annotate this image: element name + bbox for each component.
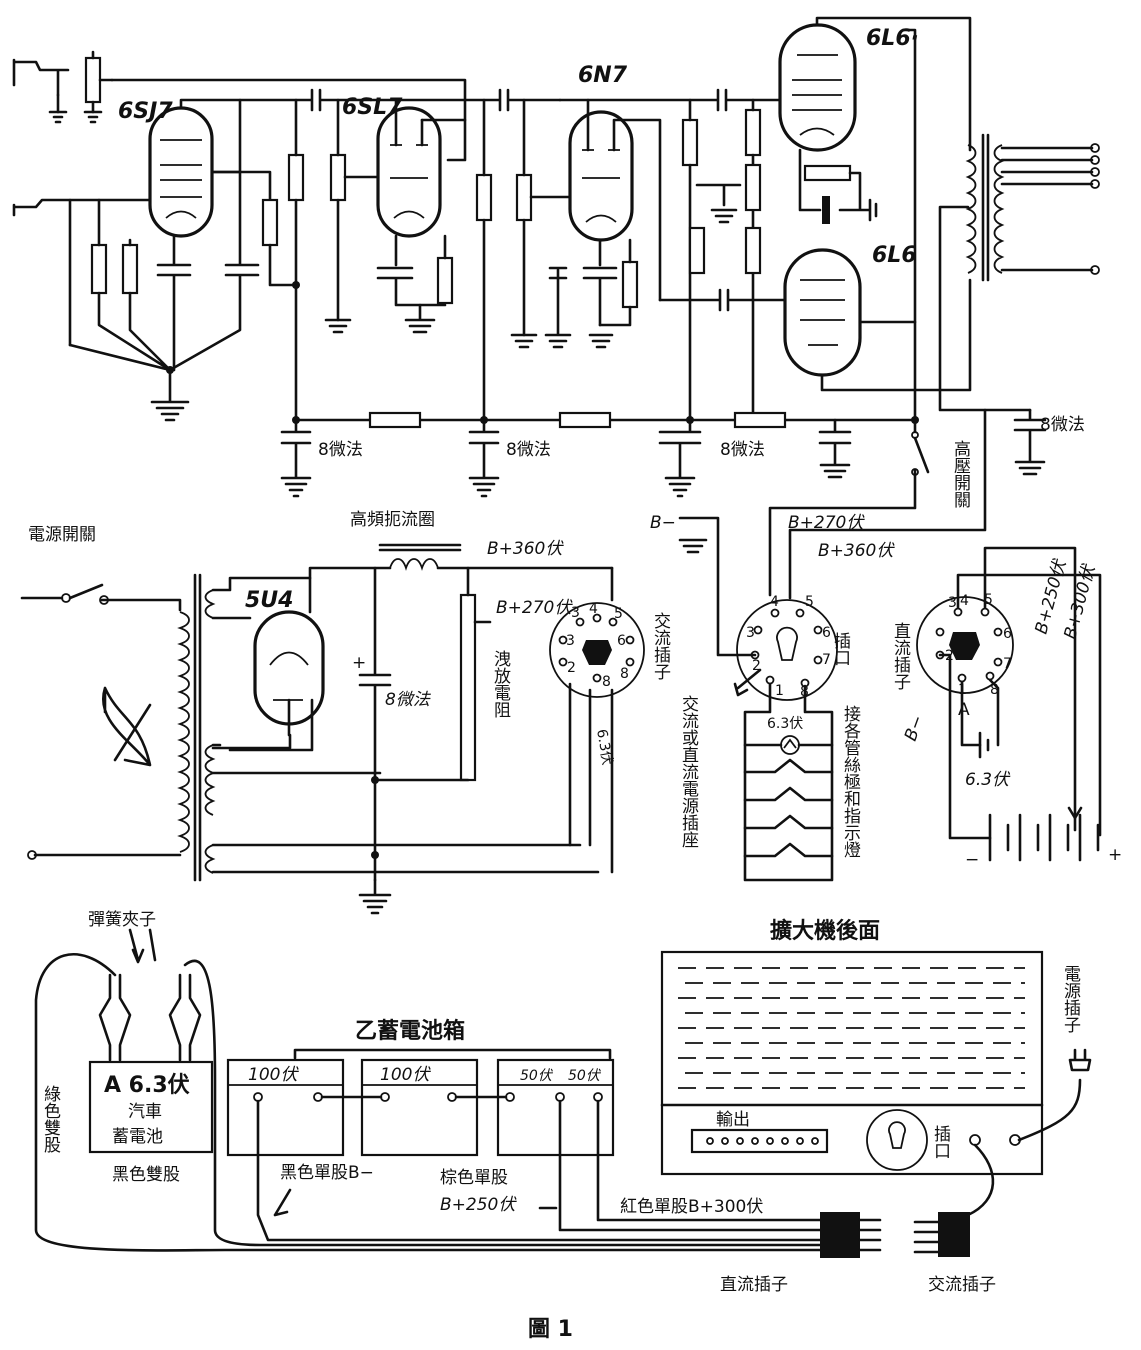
brown-single-2-label: B+250伏 xyxy=(440,1195,517,1215)
amp-rear-label: 擴大機後面 xyxy=(770,918,880,944)
hv-switch-label: 高壓開關 xyxy=(950,440,971,508)
socket-rear-label: 插口 xyxy=(930,1125,951,1159)
tube-6l6-lower-label: 6L6 xyxy=(872,243,917,268)
b50-2-label: 50伏 xyxy=(568,1068,602,1084)
heater-desc-label: 接各管絲極和指示燈 xyxy=(840,705,861,858)
dc-heater-label: 6.3伏 xyxy=(965,770,1011,790)
svg-text:6: 6 xyxy=(822,625,831,641)
a-battery-label-1: A 6.3伏 xyxy=(104,1072,190,1098)
ac-heater-label: 6.3伏 xyxy=(593,728,615,766)
svg-text:5: 5 xyxy=(614,606,623,622)
b-minus-2-label: B− xyxy=(901,713,929,744)
svg-text:6: 6 xyxy=(1003,626,1012,642)
filter-caps: 8微法 8微法 8微法 8微法 xyxy=(280,408,1085,498)
tube-6sj7-label: 6SJ7 xyxy=(118,99,173,124)
tube-6sl7-label: 6SL7 xyxy=(342,95,403,120)
b-minus-label: B− xyxy=(650,513,676,533)
pin-a-label: A xyxy=(958,700,970,720)
svg-text:2: 2 xyxy=(567,660,576,676)
ac-plug-bottom-label: 交流插子 xyxy=(928,1275,996,1295)
power-switch-label: 電源開關 xyxy=(28,525,96,545)
amplifier-section: 6SJ7 6SL7 xyxy=(12,16,1100,600)
black-double-label: 黑色雙股 xyxy=(112,1165,180,1185)
socket-label: 插口 xyxy=(830,632,851,666)
svg-text:7: 7 xyxy=(822,652,831,668)
dc-plug-label: 直流插子 xyxy=(890,622,911,690)
svg-text:7: 7 xyxy=(1003,656,1012,672)
b360-b-label: B+360伏 xyxy=(818,541,895,561)
svg-text:8: 8 xyxy=(602,674,611,690)
b50-1-label: 50伏 xyxy=(520,1068,554,1084)
a-battery-label-2: 汽車 xyxy=(128,1102,162,1122)
psu-socket-section: B− B+270伏 B+360伏 4 5 3 6 2 7 1 8 插口 交流或直… xyxy=(650,513,895,882)
clips-label: 彈簧夾子 xyxy=(88,910,156,930)
dc-plug-bottom-label: 直流插子 xyxy=(720,1275,788,1295)
tube-6n7-label: 6N7 xyxy=(578,63,628,88)
wiring-section: 彈簧夾子 A 6.3伏 汽車 蓄電池 綠色雙股 黑色雙股 乙蓄電池箱 100伏 … xyxy=(34,910,1092,1295)
b100-1-label: 100伏 xyxy=(248,1065,299,1085)
svg-text:4: 4 xyxy=(770,594,779,610)
tube-5u4-label: 5U4 xyxy=(245,588,293,613)
green-cable-label: 綠色雙股 xyxy=(40,1085,61,1154)
b360-label: B+360伏 xyxy=(487,539,564,559)
svg-text:4: 4 xyxy=(960,593,969,609)
psu-socket-label: 交流或直流電源插座 xyxy=(678,695,699,848)
svg-text:−: − xyxy=(965,850,979,870)
b270-label: B+270伏 xyxy=(788,513,865,533)
psu-cap-label: 8微法 xyxy=(385,690,432,710)
cap-label-3: 8微法 xyxy=(720,440,765,460)
brown-single-1-label: 棕色單股 xyxy=(440,1168,508,1188)
svg-text:3: 3 xyxy=(948,595,957,611)
dc-socket-section: 3 4 5 6 2 7 1 8 直流插子 B+250伏 B+300伏 A 6.3… xyxy=(890,546,1122,870)
a-battery-label-3: 蓄電池 xyxy=(112,1127,163,1147)
output-label: 輸出 xyxy=(716,1110,750,1130)
svg-text:2: 2 xyxy=(752,658,761,674)
svg-text:4: 4 xyxy=(589,601,598,617)
b100-2-label: 100伏 xyxy=(380,1065,431,1085)
svg-text:+: + xyxy=(1108,845,1122,865)
power-supply-section: 電源開關 5U4 高頻扼流圈 B+360伏 + 8微法 B+270伏 洩放電阻 xyxy=(20,510,671,915)
svg-text:+: + xyxy=(352,653,366,673)
heater-lamp-label: 6.3伏 xyxy=(767,716,803,732)
cap-label-1: 8微法 xyxy=(318,440,363,460)
choke-label: 高頻扼流圈 xyxy=(350,510,435,530)
svg-text:5: 5 xyxy=(805,594,814,610)
black-single-label: 黑色單股B− xyxy=(280,1163,374,1183)
power-plug-label: 電源插子 xyxy=(1060,965,1081,1033)
svg-text:6: 6 xyxy=(617,633,626,649)
red-single-label: 紅色單股B+300伏 xyxy=(620,1197,763,1217)
svg-text:8: 8 xyxy=(990,682,999,698)
svg-text:8: 8 xyxy=(620,666,629,682)
figure-caption: 圖 1 xyxy=(528,1317,573,1342)
ac-plug-label: 交流插子 xyxy=(650,612,671,680)
svg-text:1: 1 xyxy=(775,683,784,699)
svg-text:3: 3 xyxy=(571,605,580,621)
battery-box-label: 乙蓄電池箱 xyxy=(355,1018,465,1044)
cap-label-2: 8微法 xyxy=(506,440,551,460)
cap-label-top: 8微法 xyxy=(1040,415,1085,435)
bleeder-label: 洩放電阻 xyxy=(490,650,511,718)
svg-text:3: 3 xyxy=(566,633,575,649)
svg-text:5: 5 xyxy=(984,592,993,608)
vent-slots xyxy=(678,967,1025,1089)
svg-text:3: 3 xyxy=(746,625,755,641)
b270-psu-label: B+270伏 xyxy=(496,598,573,618)
ac-plug: 3 4 5 3 6 2 8 8 交流插子 6.3伏 xyxy=(549,566,671,874)
